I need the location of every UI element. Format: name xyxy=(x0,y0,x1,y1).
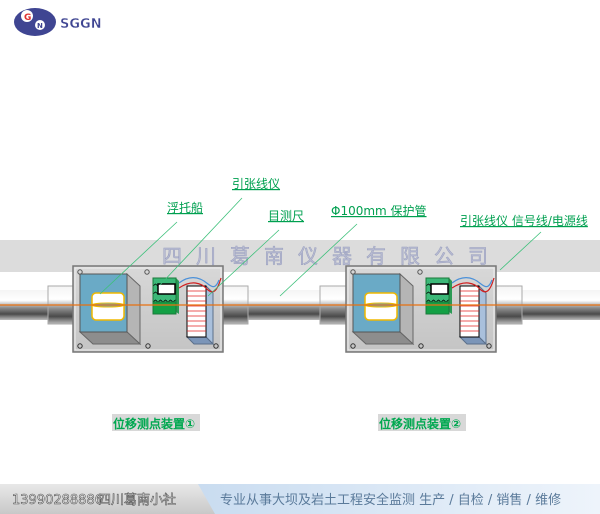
label-tension-wire-instrument: 引张线仪 xyxy=(232,177,280,191)
label-float-boat: 浮托船 xyxy=(167,201,203,215)
label-protective-pipe: Φ100mm 保护管 xyxy=(331,203,427,218)
displacement-device-2 xyxy=(345,265,497,353)
footer-slogan: 专业从事大坝及岩土工程安全监测 生产 / 自检 / 销售 / 维修 xyxy=(220,492,561,508)
footer-company: 四川葛南小社 xyxy=(98,492,176,508)
label-visual-ruler: 目测尺 xyxy=(268,209,304,223)
caption-device-1: 位移测点装置① xyxy=(113,416,195,431)
label-signal-power-cable: 引张线仪 信号线/电源线 xyxy=(460,214,588,228)
watermark-text: 四川葛南仪器有限公司 xyxy=(162,244,502,268)
svg-text:N: N xyxy=(37,22,43,30)
logo-brand-text: SGGN xyxy=(60,17,102,32)
svg-text:G: G xyxy=(24,13,31,23)
company-logo: G N SGGN xyxy=(14,8,102,36)
caption-device-2: 位移测点装置② xyxy=(379,416,461,431)
footer-phone: 13990288886 xyxy=(12,493,103,508)
displacement-device-1 xyxy=(72,265,224,353)
